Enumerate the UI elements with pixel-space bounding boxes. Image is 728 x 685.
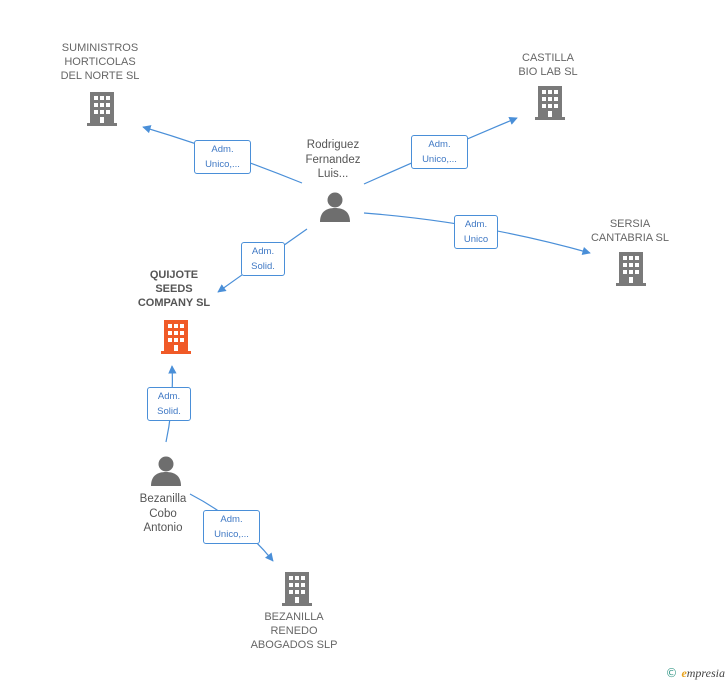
company-suministros-label[interactable]: SUMINISTROS HORTICOLAS DEL NORTE SL [60,42,140,82]
building-icon[interactable] [616,250,646,286]
relation-role: Adm. [157,391,181,402]
person-bezanilla-cobo-label[interactable]: Bezanilla Cobo Antonio [139,493,187,534]
person-icon[interactable] [150,456,182,486]
person-rodriguez-label[interactable]: Rodriguez Fernandez Luis... [305,139,361,180]
relation-role: Adm. [251,246,275,257]
relation-type: Solid. [157,406,181,417]
relation-badge-bezanilla-renedo[interactable]: Adm. Unico,... [203,510,260,544]
building-icon[interactable] [87,90,117,126]
brand-logo: ©empresia [665,666,725,681]
relation-badge-quijote-bezanilla[interactable]: Adm. Solid. [147,387,191,421]
company-bezanilla-renedo-label[interactable]: BEZANILLA RENEDO ABOGADOS SLP [250,611,338,651]
relation-role: Adm. [220,514,243,525]
building-icon[interactable] [161,318,191,354]
building-icon[interactable] [535,84,565,120]
building-icon[interactable] [282,570,312,606]
relation-badge-sersia[interactable]: Adm. Unico [454,215,498,249]
relation-badge-quijote-rodriguez[interactable]: Adm. Solid. [241,242,285,276]
relation-type: Solid. [251,261,275,272]
person-icon[interactable] [319,192,351,222]
company-castilla-label[interactable]: CASTILLA BIO LAB SL [518,52,578,78]
relation-role: Adm. [428,139,451,150]
relation-badge-castilla[interactable]: Adm. Unico,... [411,135,468,169]
relation-role: Adm. [464,219,488,230]
relation-type: Unico,... [214,529,249,540]
relation-type: Unico,... [422,154,457,165]
company-sersia-label[interactable]: SERSIA CANTABRIA SL [590,218,670,244]
brand-e-letter: e [681,666,687,680]
relation-role: Adm. [211,144,234,155]
brand-name: mpresia [686,666,725,680]
company-quijote-label[interactable]: QUIJOTE SEEDS COMPANY SL [137,269,211,309]
relation-type: Unico [463,234,489,245]
relation-type: Unico,... [205,159,240,170]
copyright-icon: © [665,666,678,680]
relation-badge-suministros[interactable]: Adm. Unico,... [194,140,251,174]
